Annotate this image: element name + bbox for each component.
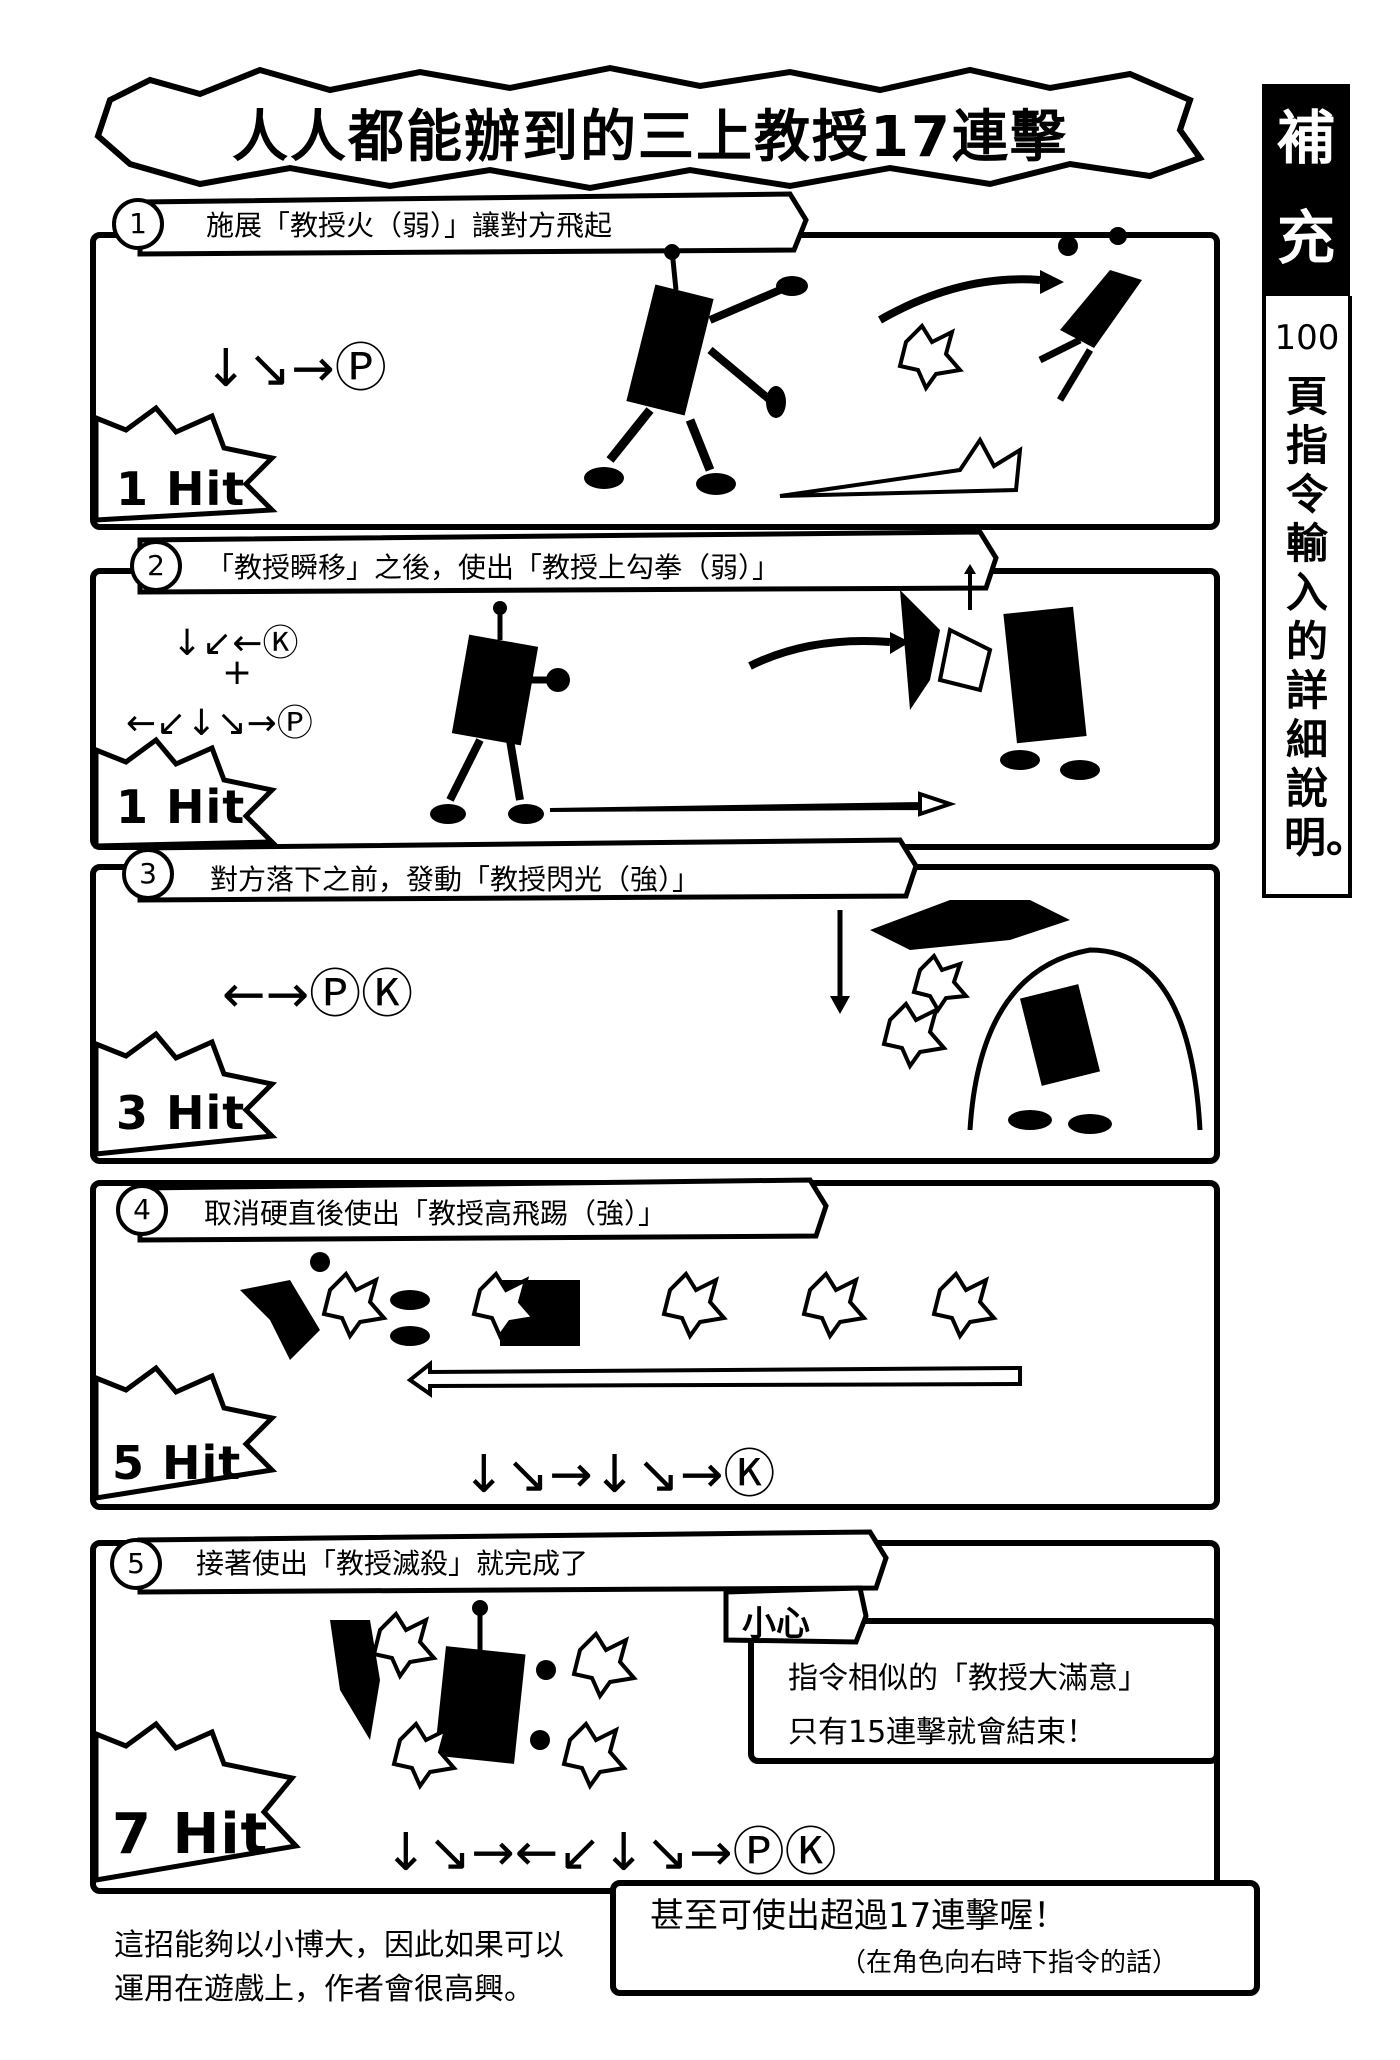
hit-burst-1 (93, 404, 278, 523)
panel-4-caption: 取消硬直後使出「教授高飛踢（強）」 (204, 1197, 667, 1230)
footer-note-line-2: 運用在遊戲上，作者會很高興。 (114, 1972, 534, 2007)
hit-burst-4 (93, 1364, 278, 1501)
professor-robot-art-1 (584, 244, 808, 495)
step-number-1: 1 (112, 198, 164, 250)
command-2-line-2: ←↙↓↘→Ⓟ (126, 703, 313, 744)
hit-count-3: 3 Hit (116, 1086, 246, 1140)
panel-3-caption: 對方落下之前，發動「教授閃光（強）」 (210, 863, 701, 896)
footer-callout-line-2: （在角色向右時下指令的話） (840, 1948, 1179, 1978)
step-number-5: 5 (110, 1538, 162, 1590)
flash-ring-art-3 (830, 900, 1203, 1134)
impact-spark-1 (897, 322, 964, 393)
command-4: ↓↘→↓↘→Ⓚ (462, 1445, 776, 1505)
warning-label-bubble (723, 1585, 869, 1645)
hit-count-2: 1 Hit (116, 780, 246, 834)
page-title: 人人都能辦到的三上教授17連擊 (232, 105, 1068, 170)
command-5: ↓↘→←↙↓↘→ⓅⓀ (384, 1823, 837, 1883)
hit-count-4: 5 Hit (112, 1436, 242, 1490)
warning-line-2: 只有15連擊就會結束！ (788, 1715, 1097, 1750)
warning-label: 小心 (742, 1604, 810, 1644)
sidebar-text: 頁指令輸入的詳細說明。 (1284, 372, 1369, 862)
hit-count-1: 1 Hit (116, 462, 246, 516)
sidebar-heading: 補充 (1262, 84, 1350, 296)
hit-burst-3 (93, 1030, 278, 1157)
command-1: ↓↘→Ⓟ (204, 339, 387, 399)
swoosh-arrow-2 (748, 632, 910, 670)
title-banner-frame (94, 64, 1205, 192)
step-number-3: 3 (122, 848, 174, 900)
fire-trail-1 (779, 436, 1023, 498)
step-number-2: 2 (130, 540, 182, 592)
sidebar-note-frame (1262, 296, 1352, 898)
hit-burst-5 (93, 1720, 302, 1883)
dash-arrow-2 (549, 791, 957, 817)
uppercut-art-2 (900, 564, 1100, 780)
footer-note-line-1: 這招能夠以小博大，因此如果可以 (114, 1928, 564, 1963)
hit-burst-2 (93, 736, 278, 849)
panel-1-caption: 施展「教授火（弱）」讓對方飛起 (206, 209, 613, 242)
sidebar-page-number: 100 (1274, 318, 1340, 358)
panel-2-caption: 「教授瞬移」之後，使出「教授上勾拳（弱）」 (206, 551, 781, 584)
command-3: ←→ⓅⓀ (222, 965, 414, 1025)
panel-5-caption: 接著使出「教授滅殺」就完成了 (196, 1547, 589, 1580)
footer-callout-line-1: 甚至可使出超過17連擊喔！ (650, 1896, 1068, 1936)
warning-line-1: 指令相似的「教授大滿意」 (788, 1661, 1148, 1696)
finisher-art-5 (330, 1600, 638, 1791)
professor-robot-art-2 (430, 601, 570, 824)
flying-kick-art-4 (240, 1252, 1022, 1398)
footer-callout-box (610, 1880, 1260, 1996)
step-number-4: 4 (116, 1184, 168, 1236)
hit-count-5: 7 Hit (112, 1802, 269, 1867)
command-2-line-1: ↓↙←Ⓚ (172, 623, 299, 664)
command-2-plus: + (222, 652, 253, 693)
flying-opponent-art-1 (878, 227, 1142, 402)
